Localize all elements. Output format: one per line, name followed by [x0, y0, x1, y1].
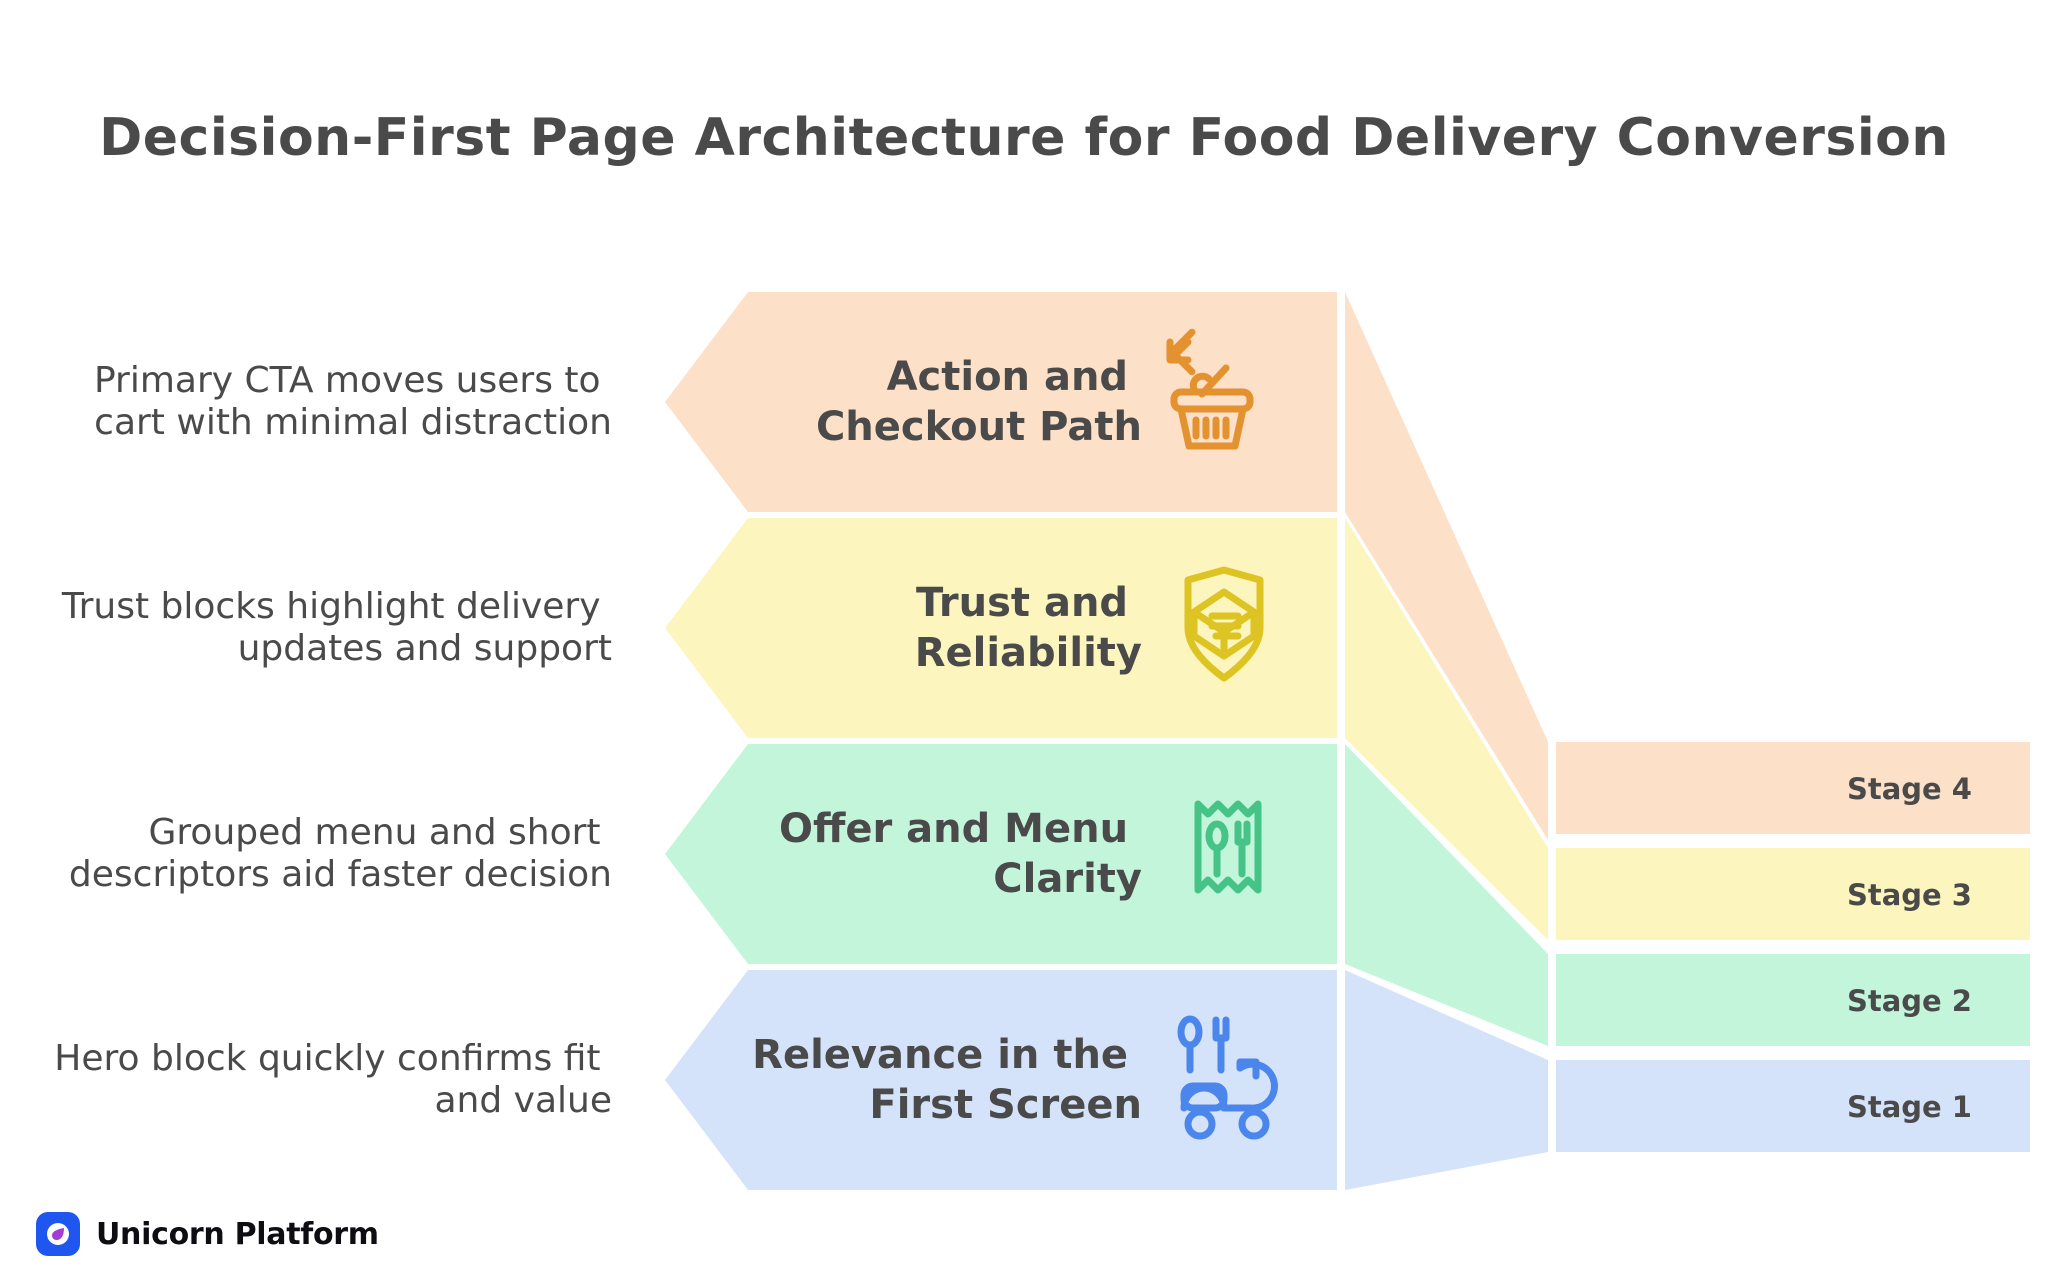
desc-line-2: updates and support	[238, 628, 612, 669]
stage-bar-stage-2[interactable]	[1556, 954, 2030, 1046]
connector-ribbon-stage-1	[1345, 970, 1548, 1190]
connector-ribbon-stage-2	[1345, 744, 1548, 1046]
funnel-row-stage-3[interactable]: Trust blocks highlight delivery updates …	[61, 518, 2030, 940]
title-line-2: Clarity	[993, 856, 1142, 902]
title-line-1: Relevance in the	[752, 1032, 1128, 1078]
stage-description-stage-1: Hero block quickly confirms fit and valu…	[54, 1038, 612, 1121]
stage-bar-stage-3[interactable]	[1556, 848, 2030, 940]
title-line-1: Trust and	[916, 580, 1128, 626]
funnel-row-stage-2[interactable]: Grouped menu and short descriptors aid f…	[69, 744, 2030, 1046]
stage-title-stage-4: Action and Checkout Path	[816, 354, 1142, 450]
stage-title-stage-2: Offer and Menu Clarity	[779, 806, 1142, 902]
chevron-shape-stage-1[interactable]	[665, 970, 1337, 1190]
funnel-row-stage-4[interactable]: Primary CTA moves users to cart with min…	[94, 292, 2030, 840]
brand-footer: Unicorn Platform	[36, 1212, 379, 1256]
chevron-shape-stage-2[interactable]	[665, 744, 1337, 964]
desc-line-1: Grouped menu and short	[149, 812, 601, 853]
page-title: Decision-First Page Architecture for Foo…	[99, 108, 1949, 168]
chevron-shape-stage-3[interactable]	[665, 518, 1337, 738]
chevron-shape-stage-4[interactable]	[665, 292, 1337, 512]
stage-tag-stage-2: Stage 2	[1847, 984, 1972, 1018]
title-line-2: Checkout Path	[816, 404, 1142, 450]
stage-tag-stage-3: Stage 3	[1847, 878, 1972, 912]
desc-line-2: descriptors aid faster decision	[69, 854, 612, 895]
funnel-row-stage-1[interactable]: Hero block quickly confirms fit and valu…	[54, 970, 2030, 1190]
stage-description-stage-4: Primary CTA moves users to cart with min…	[94, 360, 612, 443]
stage-tag-stage-1: Stage 1	[1847, 1090, 1972, 1124]
stage-description-stage-2: Grouped menu and short descriptors aid f…	[69, 812, 612, 895]
delivery-scooter-cutlery-icon	[1177, 1015, 1278, 1140]
unicorn-platform-logo-icon	[36, 1212, 80, 1256]
menu-receipt-cutlery-icon	[1194, 800, 1262, 894]
title-line-2: Reliability	[915, 630, 1142, 676]
stage-title-stage-1: Relevance in the First Screen	[752, 1032, 1142, 1128]
title-line-2: First Screen	[869, 1082, 1142, 1128]
stage-tag-stage-4: Stage 4	[1847, 772, 1972, 806]
stage-bar-stage-1[interactable]	[1556, 1060, 2030, 1152]
desc-line-1: Hero block quickly confirms fit	[54, 1038, 600, 1079]
connector-ribbon-stage-3	[1345, 518, 1548, 940]
desc-line-2: cart with minimal distraction	[94, 402, 612, 443]
shield-package-icon	[1184, 566, 1264, 682]
brand-name: Unicorn Platform	[96, 1216, 379, 1252]
desc-line-1: Trust blocks highlight delivery	[61, 586, 601, 627]
desc-line-1: Primary CTA moves users to	[94, 360, 601, 401]
desc-line-2: and value	[434, 1080, 612, 1121]
title-line-1: Action and	[887, 354, 1128, 400]
stage-title-stage-3: Trust and Reliability	[915, 580, 1142, 676]
stage-bar-stage-4[interactable]	[1556, 742, 2030, 834]
stage-description-stage-3: Trust blocks highlight delivery updates …	[61, 586, 612, 669]
shopping-basket-arrow-up-icon	[1166, 328, 1254, 450]
connector-ribbon-stage-4	[1345, 292, 1548, 840]
title-line-1: Offer and Menu	[779, 806, 1128, 852]
